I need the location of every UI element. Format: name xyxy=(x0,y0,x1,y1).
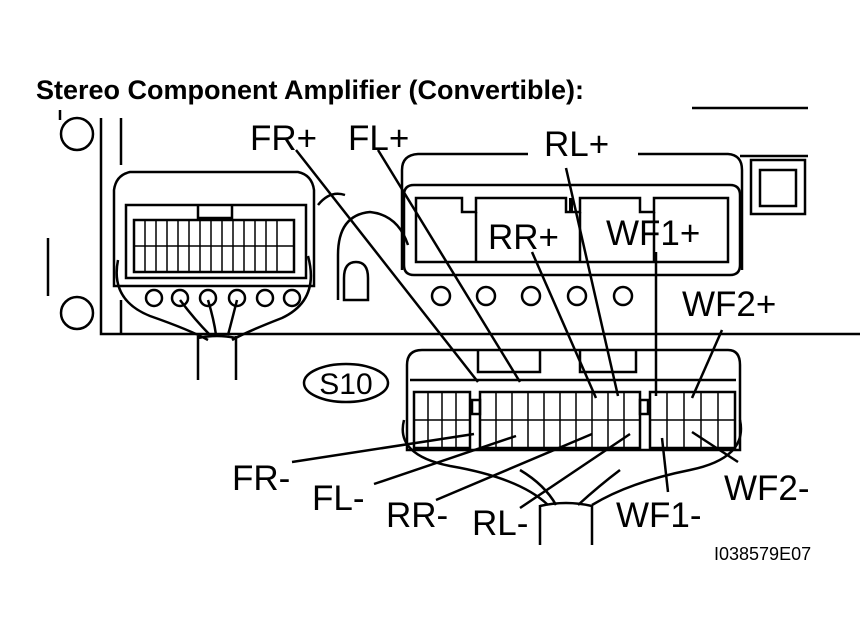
s10-connector: S10 xyxy=(302,348,743,545)
label-wf1-plus: WF1+ xyxy=(606,214,700,253)
label-wf2-minus: WF2- xyxy=(724,469,810,508)
mount-hole-top xyxy=(59,116,95,152)
leader-rl-minus xyxy=(519,432,631,510)
leader-rr-minus xyxy=(435,432,593,502)
leader-fr-minus xyxy=(291,432,475,464)
leader-rl-plus xyxy=(564,167,620,397)
mount-hole-bottom xyxy=(59,295,95,331)
upper-connector-frame xyxy=(400,152,744,270)
left-harness xyxy=(196,334,238,380)
housing-edge xyxy=(99,118,860,336)
square-feature-outer xyxy=(749,158,807,216)
label-fr-minus: FR- xyxy=(232,459,290,498)
bracket-arc xyxy=(336,210,410,300)
label-rr-plus: RR+ xyxy=(488,218,559,257)
left-connector-outer xyxy=(112,170,316,288)
figure-code: I038579E07 xyxy=(714,544,811,564)
label-wf1-minus: WF1- xyxy=(616,496,702,535)
upper-connector-inner xyxy=(414,196,730,264)
s10-label: S10 xyxy=(319,368,372,401)
leader-fl-plus xyxy=(376,149,522,383)
label-fl-plus: FL+ xyxy=(348,119,409,158)
leader-rr-plus xyxy=(530,251,598,399)
label-wf2-plus: WF2+ xyxy=(682,285,776,324)
leader-wf2-plus xyxy=(690,329,724,399)
leader-lines xyxy=(291,149,739,510)
label-rl-plus: RL+ xyxy=(544,125,609,164)
label-fr-plus: FR+ xyxy=(250,119,317,158)
label-fl-minus: FL- xyxy=(312,479,365,518)
s10-block-2 xyxy=(478,390,642,450)
upper-connector-body xyxy=(402,183,742,277)
leader-fr-plus xyxy=(295,149,479,383)
s10-harness xyxy=(538,501,594,545)
bracket-slot xyxy=(342,260,370,302)
leader-wf2-minus xyxy=(691,430,739,464)
left-connector-inner xyxy=(124,203,308,280)
s10-connector-body xyxy=(405,348,742,452)
diagram-title: Stereo Component Amplifier (Convertible)… xyxy=(36,75,584,105)
label-rl-minus: RL- xyxy=(472,504,528,543)
s10-block-1 xyxy=(412,390,472,450)
left-connector xyxy=(112,170,316,380)
leader-wf1-minus xyxy=(660,437,670,493)
terminal-labels: FR+ FL+ RL+ RR+ WF1+ WF2+ FR- FL- RR- RL… xyxy=(232,119,810,543)
upper-connector xyxy=(400,152,744,307)
square-feature-inner xyxy=(758,168,798,208)
label-rr-minus: RR- xyxy=(386,496,448,535)
s10-label-oval xyxy=(302,362,390,404)
leader-fl-minus xyxy=(373,434,517,486)
